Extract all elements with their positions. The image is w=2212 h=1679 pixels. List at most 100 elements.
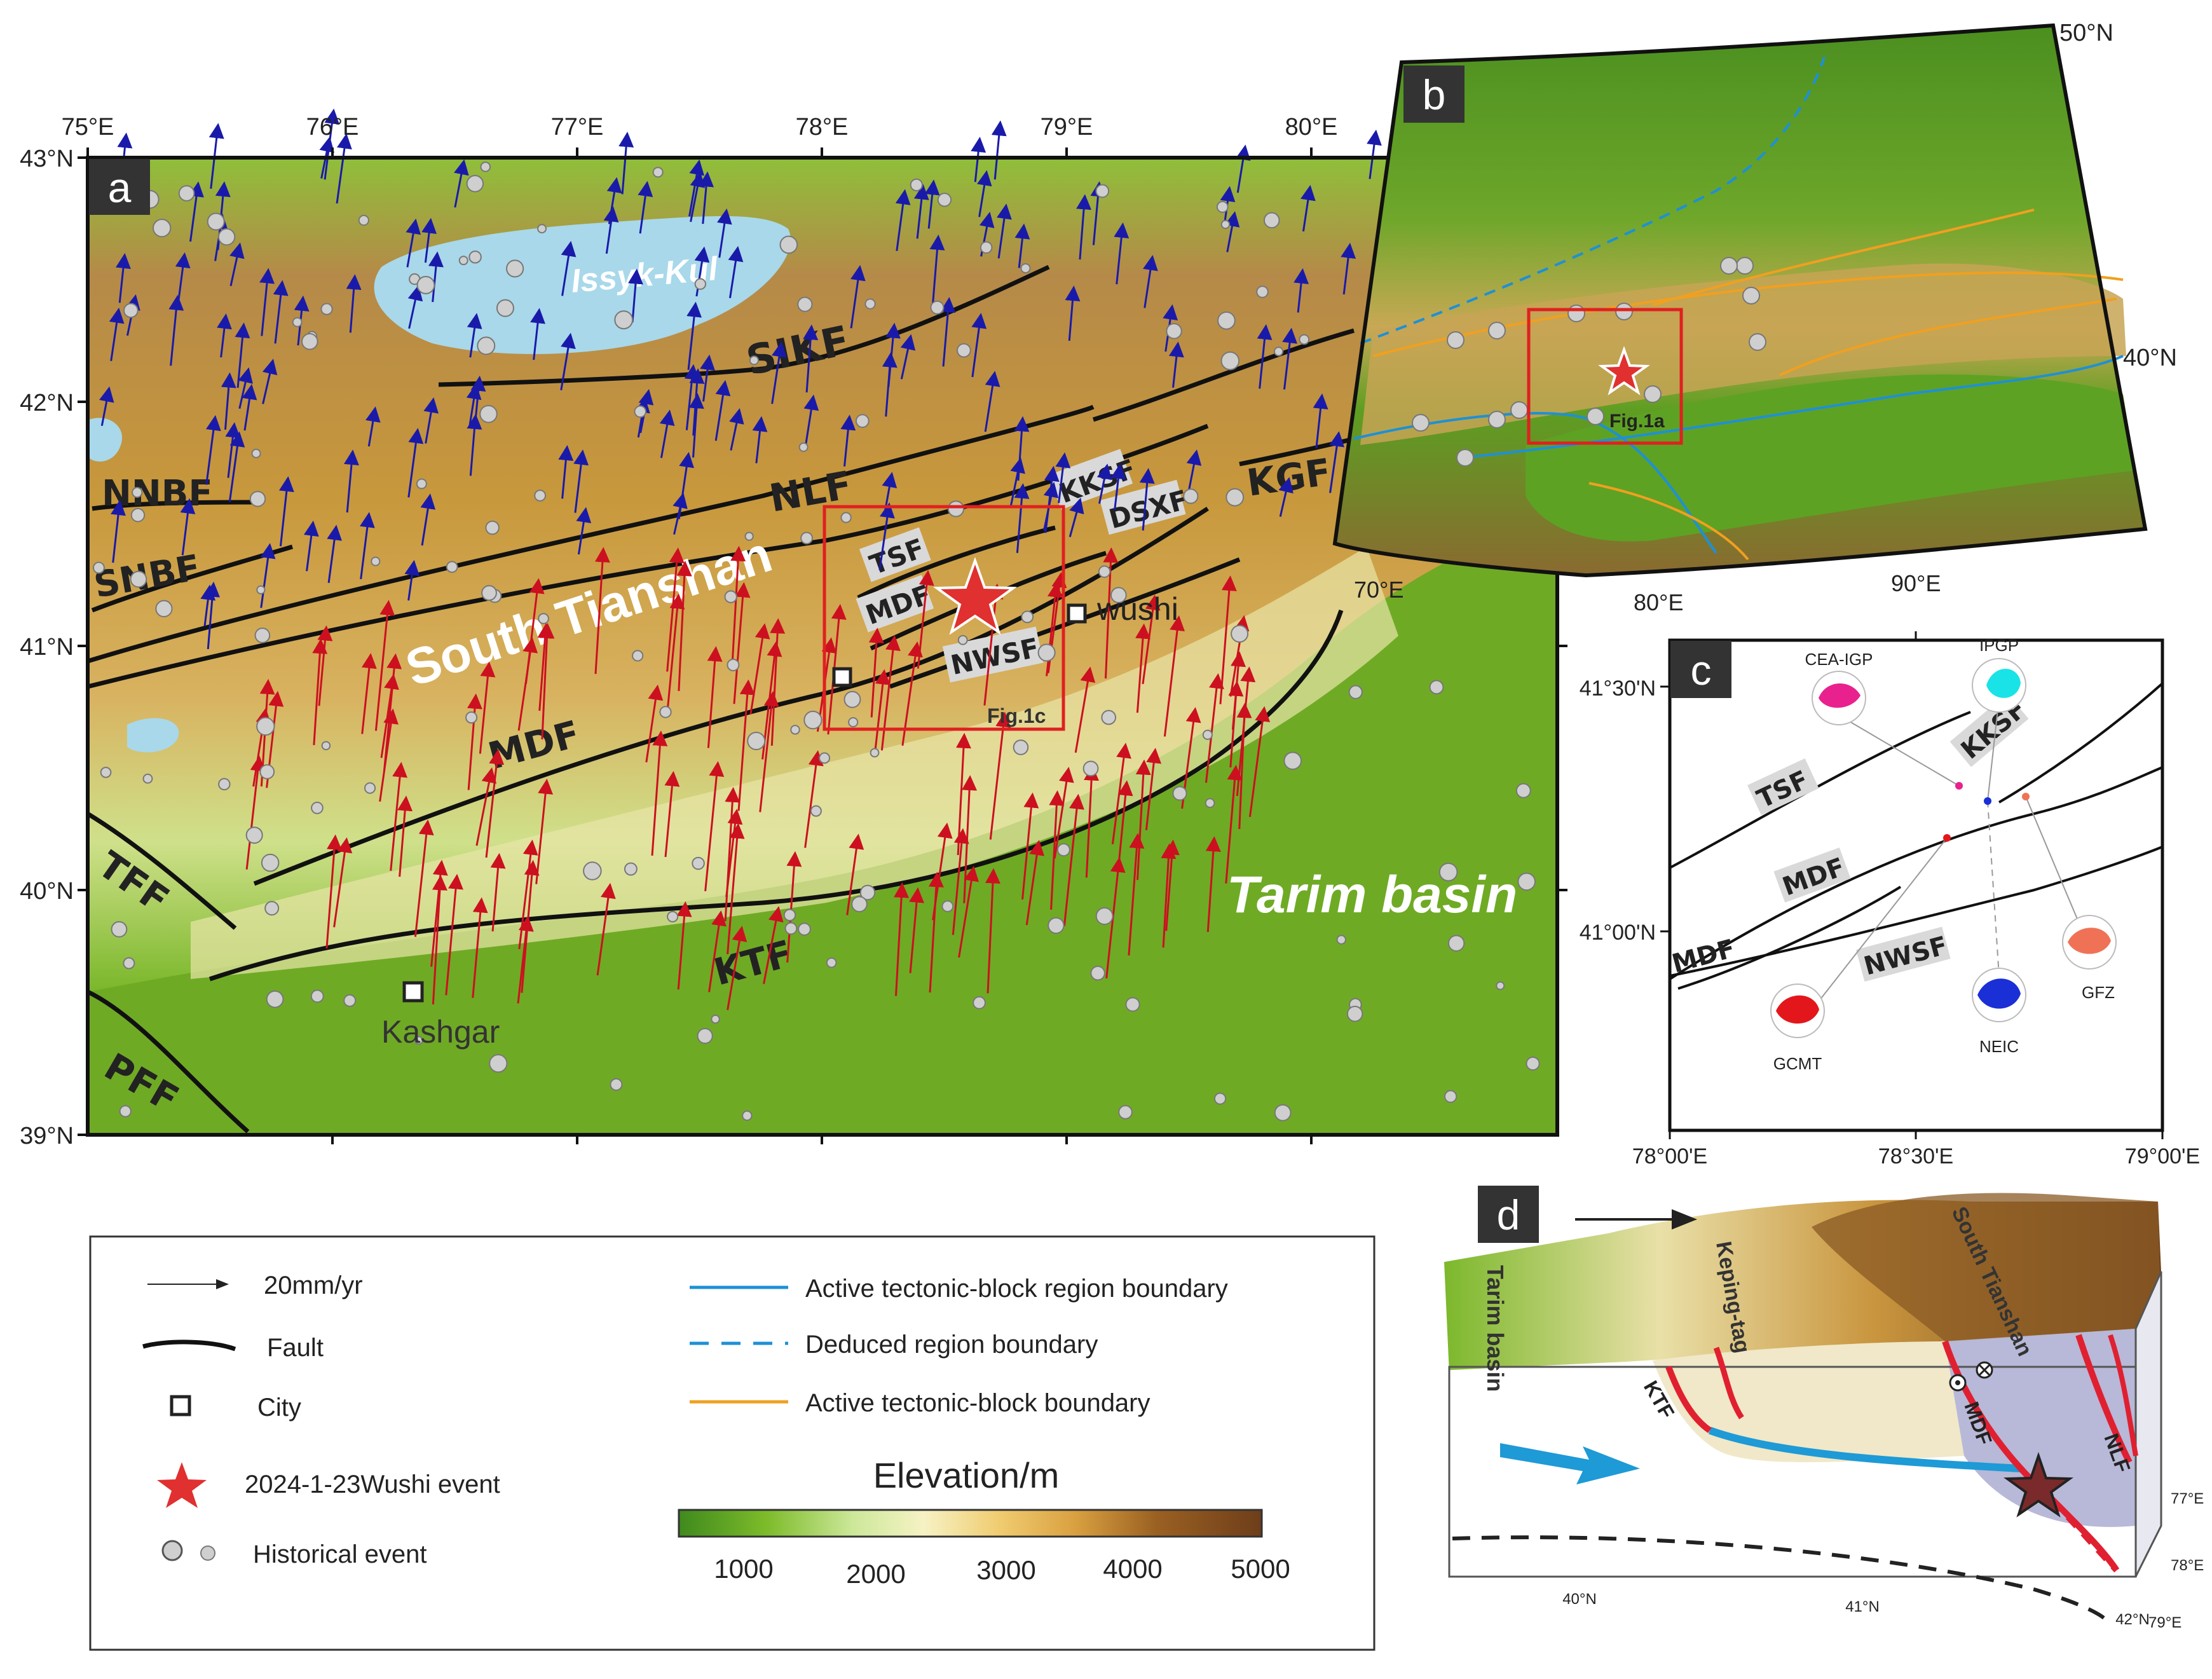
velocity-arrow-north [659,409,675,458]
historical-event [364,782,376,794]
velocity-arrow-north [686,301,702,370]
historical-event [256,716,275,736]
block-front-tarim [1449,1360,1653,1523]
legend-elevation-tick-1000: 1000 [714,1554,773,1584]
velocity-arrow-north [561,240,577,296]
historical-event [123,957,135,970]
historical-event [826,957,837,968]
historical-event [659,706,672,718]
velocity-arrow-north [729,408,744,451]
velocity-arrow-north [346,274,362,333]
historical-event [480,161,491,172]
city-label-kashgar: Kashgar [381,1014,500,1050]
fault-nlf-d [2075,1334,2133,1464]
historical-event-b [1447,331,1464,349]
velocity-arrow-north [1042,481,1059,531]
velocity-arrow-south [873,669,891,757]
velocity-arrow-north [1114,222,1130,285]
velocity-arrow-north [688,393,704,458]
legend-elevation-tick-2000: 2000 [846,1559,905,1589]
velocity-arrow-north [238,367,253,409]
velocity-arrow-north [1294,268,1309,313]
velocity-arrow-north [116,253,131,303]
lon-tick-75e: 75°E [62,114,114,140]
historical-event [1274,1104,1292,1121]
velocity-arrow-south [894,882,910,996]
velocity-arrow-north [878,502,895,570]
historical-event [1021,610,1034,624]
velocity-arrow-north [1096,463,1112,504]
historical-event [130,570,147,588]
svg-text:NEIC: NEIC [1979,1037,2019,1056]
lat-tick-50n: 50°N [2059,20,2113,46]
velocity-arrow-north [273,280,289,344]
historical-event [310,989,324,1003]
historical-event [119,1105,132,1118]
velocity-arrow-north [850,264,866,329]
historical-event-b [1736,257,1754,275]
historical-event [797,296,813,312]
historical-event [744,531,754,541]
velocity-vectors-north [99,108,1438,650]
historical-event [416,276,435,294]
historical-event [583,861,602,881]
historical-event [652,167,664,178]
beachball-gfz: GFZ [2062,915,2117,1002]
velocity-arrow-north [1014,416,1030,481]
velocity-arrow-south [1225,765,1243,884]
velocity-arrow-south [1145,748,1162,830]
historical-event-b [1567,305,1585,322]
svg-text:CEA-IGP: CEA-IGP [1805,650,1873,669]
velocity-arrow-north [1329,431,1345,493]
panel-letter-d: d [1497,1191,1520,1238]
historical-event [358,214,369,226]
velocity-arrow-north [971,137,987,182]
velocity-arrow-north [628,268,643,323]
velocity-arrow-south [1164,839,1180,931]
historical-event [855,414,870,428]
velocity-arrow-south [952,828,969,935]
velocity-arrow-north [929,235,945,305]
svg-text:IPGP: IPGP [1979,636,2019,655]
basin-label-tarim: Tarim basin [1227,866,1517,924]
d-tick-79e: 79°E [2148,1614,2181,1631]
historical-event [610,1078,623,1091]
historical-event [1444,1090,1458,1103]
velocity-arrow-north [1313,393,1328,449]
velocity-arrow-south [414,819,434,937]
mechanism-connectors [1814,697,2082,1007]
historical-event [1526,1056,1540,1071]
velocity-arrow-north [699,171,714,224]
panel-letter-a: a [108,164,132,211]
historical-event [1037,643,1056,662]
velocity-arrow-south [1046,582,1063,676]
velocity-arrow-south [727,926,748,1010]
velocity-arrow-north [924,179,940,229]
historical-event [1217,311,1236,330]
historical-event [624,862,638,876]
velocity-arrow-south [594,547,610,675]
block-tianshan-peaks [1812,1193,2161,1341]
historical-event [251,448,261,458]
historical-event [749,355,760,366]
push-arrow [1500,1443,1640,1484]
historical-event [957,634,968,645]
beachball-cea-igp: CEA-IGP [1805,650,1873,725]
historical-event [1095,184,1110,198]
detachment-blue [1708,1427,2022,1472]
velocity-arrow-north [690,171,706,223]
velocity-arrow-south [517,915,534,1004]
historical-event [254,627,271,643]
beachball-gcmt: GCMT [1770,983,1825,1073]
historical-event [1020,263,1031,274]
d-tick-42n: 42°N [2115,1611,2150,1628]
historical-event [1283,751,1302,771]
historical-event [537,224,547,234]
legend: 20mm/yr Fault City 2024-1-23Wushi event … [89,1235,1376,1651]
velocity-arrow-south [518,839,538,950]
velocity-arrow-south [909,887,924,973]
velocity-arrow-north [406,218,421,268]
historical-event [843,690,861,708]
historical-event [1166,323,1182,339]
velocity-arrow-north [200,584,216,627]
